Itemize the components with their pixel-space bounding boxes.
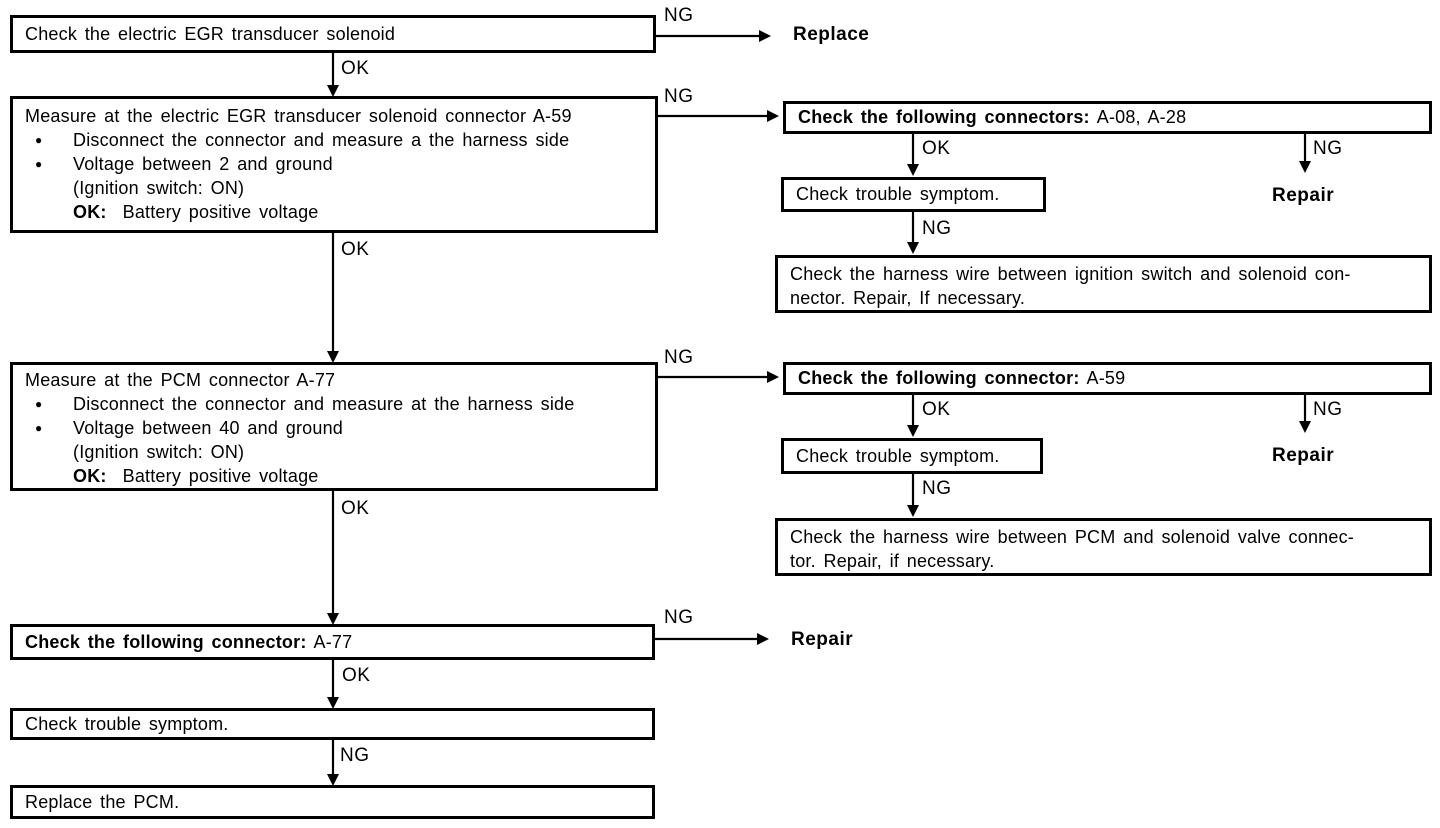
harness-line: tor. Repair, if necessary.: [790, 551, 995, 571]
edge-label-ng: NG: [1313, 399, 1343, 420]
bullet-icon: ●: [35, 157, 43, 171]
result-repair-branch2: Repair: [1272, 445, 1335, 466]
edge-label-ok: OK: [922, 138, 951, 159]
bullet-line: ● Voltage between 40 and ground: [35, 418, 344, 438]
edge-label-ng: NG: [922, 478, 952, 499]
step-text: Check trouble symptom.: [25, 713, 229, 734]
bullet-icon: ●: [35, 133, 43, 147]
step-label: Check the following connector:: [798, 368, 1080, 388]
edge-label-ng: NG: [664, 86, 694, 107]
harness-line: Check the harness wire between ignition …: [790, 264, 1351, 284]
edge-label-ng: NG: [922, 218, 952, 239]
box-measure-pcm-connector-a77: Measure at the PCM connector A-77 ● Disc…: [10, 362, 658, 491]
edge-label-ng: NG: [1313, 138, 1343, 159]
result-repair-branch1: Repair: [1272, 185, 1335, 206]
result-replace: Replace: [793, 24, 870, 45]
edge-label-ok: OK: [341, 498, 370, 519]
edge-label-ng: NG: [664, 607, 694, 628]
harness-line: Check the harness wire between PCM and s…: [790, 527, 1354, 547]
step-text: Check trouble symptom.: [796, 184, 1000, 204]
box-harness-pcm-solenoid: Check the harness wire between PCM and s…: [775, 518, 1432, 576]
harness-line: nector. Repair, If necessary.: [790, 288, 1026, 308]
connector-ids: A-08, A-28: [1096, 107, 1187, 127]
box-measure-solenoid-connector-a59: Measure at the electric EGR transducer s…: [10, 96, 658, 233]
box-harness-ignition-solenoid: Check the harness wire between ignition …: [775, 255, 1432, 313]
step-label: Check the following connectors:: [798, 107, 1090, 127]
edge-label-ng: NG: [664, 347, 694, 368]
edge-label-ng: NG: [664, 5, 694, 26]
step-text: Check trouble symptom.: [796, 445, 1000, 466]
step-label: Check the following connector:: [25, 631, 307, 652]
bullet-icon: ●: [35, 421, 43, 435]
box-replace-pcm: Replace the PCM.: [10, 785, 655, 819]
edge-label-ok: OK: [341, 239, 370, 260]
condition-line: (Ignition switch: ON): [73, 442, 245, 462]
connector-id: A-59: [1086, 368, 1126, 388]
box-check-trouble-symptom-branch2: Check trouble symptom.: [781, 438, 1043, 474]
connector-id: A-77: [313, 631, 353, 652]
edge-label-ng: NG: [340, 745, 370, 766]
result-repair-a77: Repair: [791, 629, 854, 650]
bullet-icon: ●: [35, 397, 43, 411]
edge-label-ok: OK: [922, 399, 951, 420]
edge-label-ok: OK: [342, 665, 371, 686]
box-check-egr-transducer-solenoid: Check the electric EGR transducer soleno…: [10, 15, 656, 53]
box-check-connector-a77: Check the following connector: A-77: [10, 624, 655, 660]
box-check-connectors-a08-a28: Check the following connectors: A-08, A-…: [783, 101, 1432, 134]
bullet-line: ● Disconnect the connector and measure a…: [35, 394, 575, 414]
bullet-line: ● Disconnect the connector and measure a…: [35, 130, 570, 150]
step-text: Check the electric EGR transducer soleno…: [25, 23, 396, 44]
box-check-trouble-symptom-left: Check trouble symptom.: [10, 708, 655, 740]
step-text: Replace the PCM.: [25, 791, 180, 812]
condition-line: (Ignition switch: ON): [73, 178, 245, 198]
bullet-line: ● Voltage between 2 and ground: [35, 154, 333, 174]
step-title: Measure at the PCM connector A-77: [25, 370, 336, 390]
box-check-trouble-symptom-branch1: Check trouble symptom.: [781, 177, 1046, 212]
box-check-connector-a59: Check the following connector: A-59: [783, 362, 1432, 395]
ok-spec-line: OK:Battery positive voltage: [73, 466, 319, 486]
edge-label-ok: OK: [341, 58, 370, 79]
ok-spec-line: OK:Battery positive voltage: [73, 202, 319, 222]
step-title: Measure at the electric EGR transducer s…: [25, 106, 572, 126]
